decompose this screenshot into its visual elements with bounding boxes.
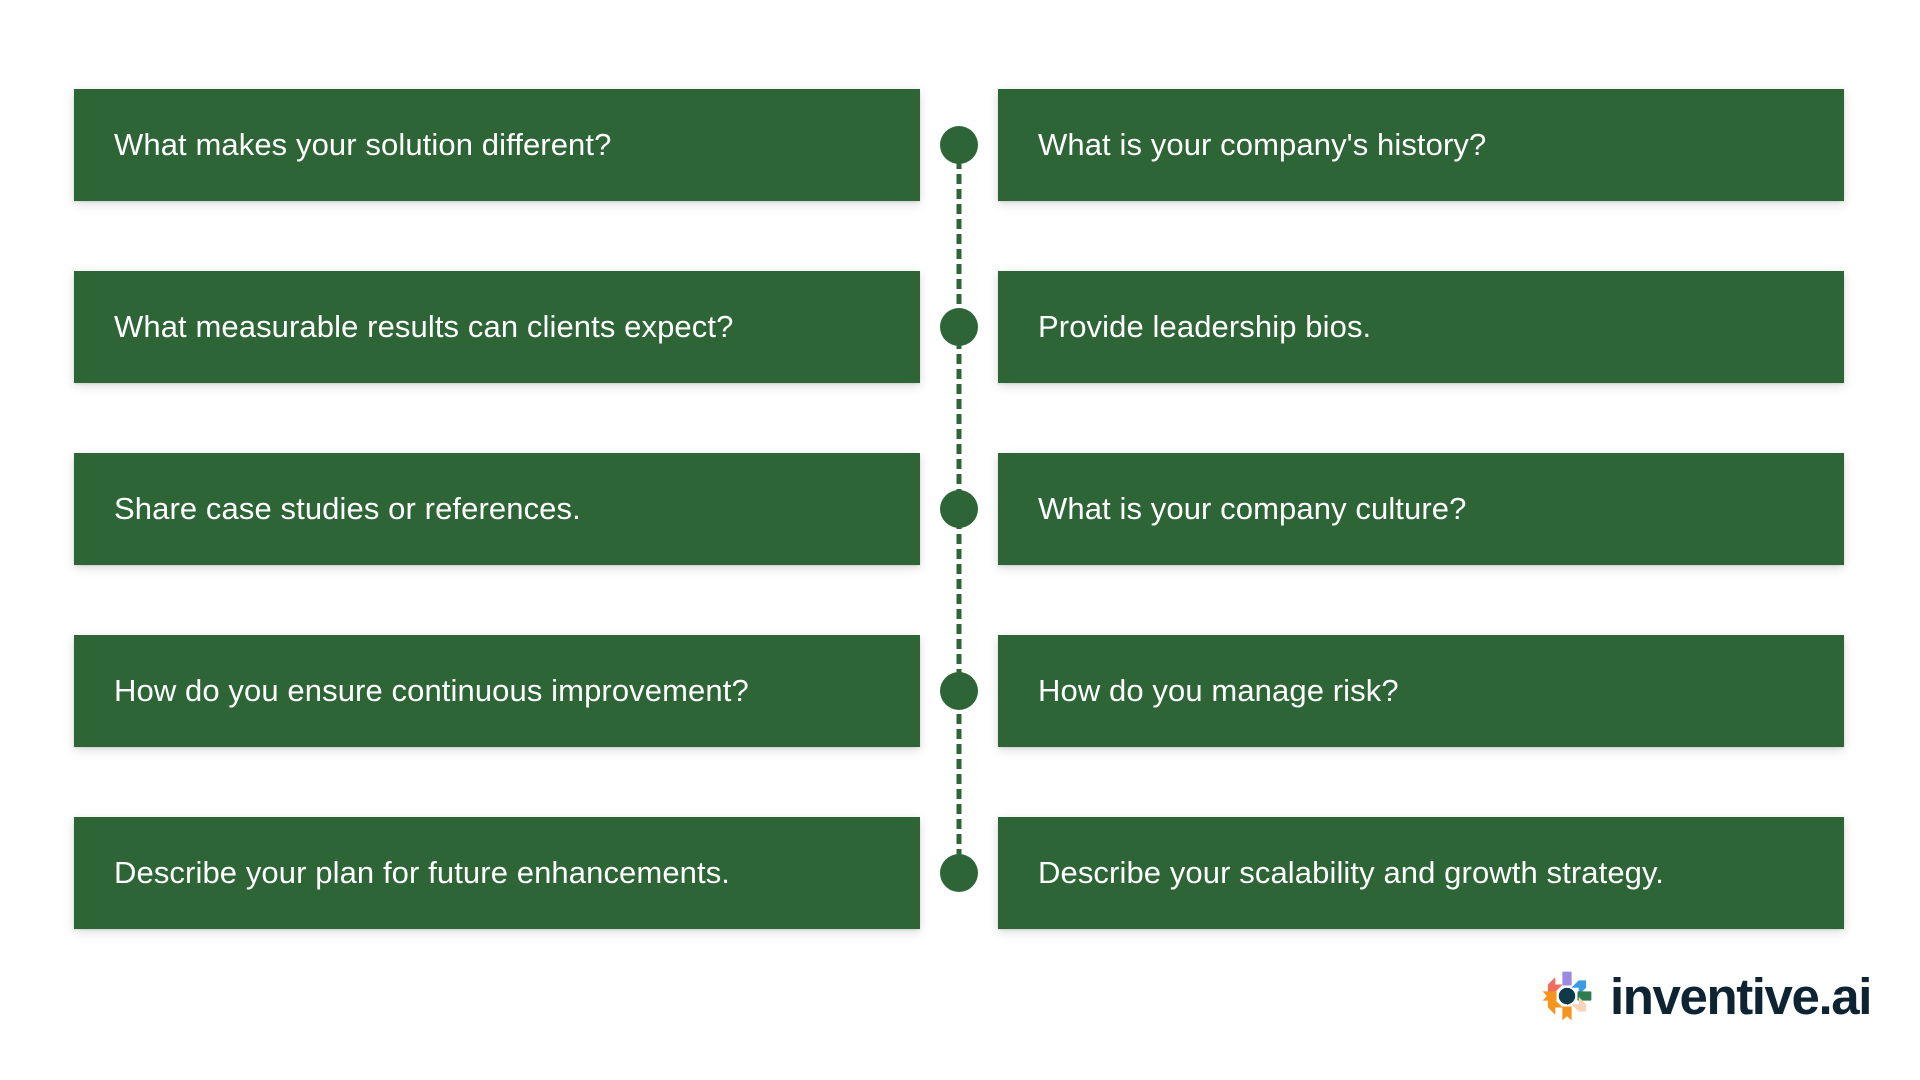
question-card-right[interactable]: Describe your scalability and growth str… (998, 817, 1844, 929)
question-card-right[interactable]: How do you manage risk? (998, 635, 1844, 747)
question-card-left[interactable]: What measurable results can clients expe… (74, 271, 920, 383)
question-row: Share case studies or references. What i… (74, 453, 1844, 565)
question-card-label: Provide leadership bios. (1038, 309, 1372, 345)
brand-suffix: .ai (1818, 967, 1872, 1025)
question-card-label: What is your company's history? (1038, 127, 1487, 163)
question-card-label: What makes your solution different? (114, 127, 612, 163)
question-card-right[interactable]: Provide leadership bios. (998, 271, 1844, 383)
question-card-left[interactable]: Share case studies or references. (74, 453, 920, 565)
question-row: What makes your solution different? What… (74, 89, 1844, 201)
brand-name: inventive (1610, 967, 1820, 1025)
brand-wordmark: inventive.ai (1610, 967, 1872, 1025)
question-card-right[interactable]: What is your company's history? (998, 89, 1844, 201)
question-card-label: Describe your scalability and growth str… (1038, 855, 1665, 891)
question-card-right[interactable]: What is your company culture? (998, 453, 1844, 565)
question-grid: What makes your solution different? What… (74, 89, 1844, 929)
question-card-label: What is your company culture? (1038, 491, 1467, 527)
question-row: Describe your plan for future enhancemen… (74, 817, 1844, 929)
question-row: What measurable results can clients expe… (74, 271, 1844, 383)
question-card-left[interactable]: What makes your solution different? (74, 89, 920, 201)
question-card-label: Describe your plan for future enhancemen… (114, 855, 731, 891)
question-card-label: What measurable results can clients expe… (114, 309, 734, 345)
question-card-left[interactable]: How do you ensure continuous improvement… (74, 635, 920, 747)
brand-logo: inventive.ai (1538, 967, 1872, 1025)
question-card-label: Share case studies or references. (114, 491, 581, 527)
inventive-logo-mark-icon (1542, 971, 1592, 1021)
question-card-label: How do you ensure continuous improvement… (114, 673, 749, 709)
question-card-label: How do you manage risk? (1038, 673, 1399, 709)
question-card-left[interactable]: Describe your plan for future enhancemen… (74, 817, 920, 929)
question-row: How do you ensure continuous improvement… (74, 635, 1844, 747)
